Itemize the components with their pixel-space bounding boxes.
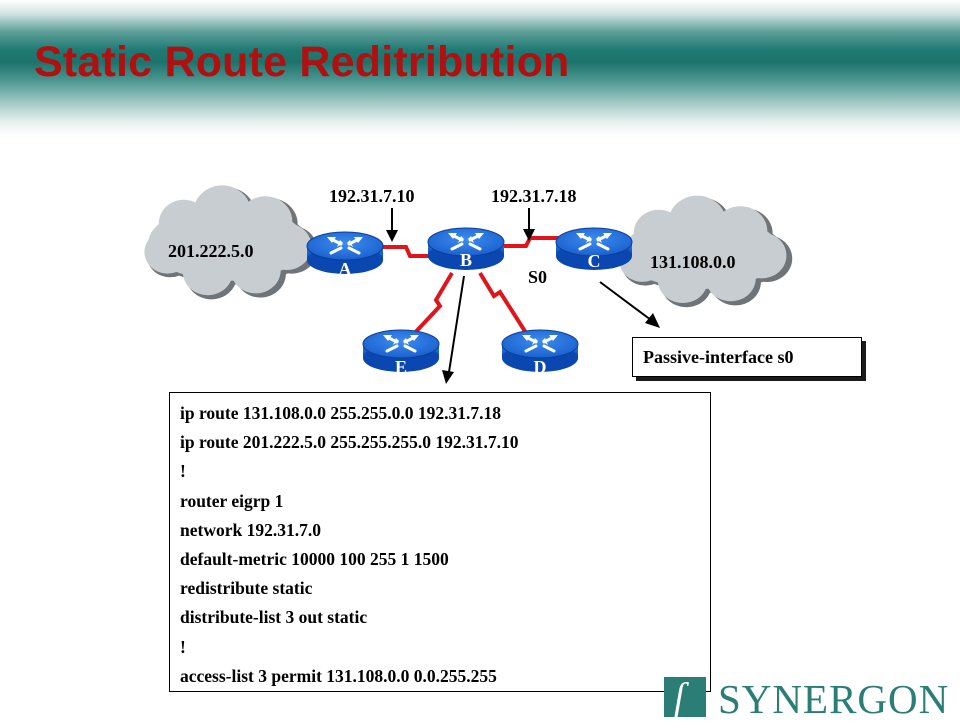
router-c: C: [554, 226, 634, 272]
config-line: access-list 3 permit 131.108.0.0 0.0.255…: [180, 665, 497, 686]
logo-mark-glyph: ſ: [674, 676, 685, 718]
config-line: !: [180, 636, 186, 657]
header-band: [0, 0, 960, 135]
config-line: !: [180, 461, 186, 482]
pointer-config-head: [442, 370, 454, 384]
pointer-ip-c-head: [523, 229, 535, 241]
config-line: default-metric 10000 100 255 1 1500: [180, 548, 449, 569]
config-line: ip route 201.222.5.0 255.255.255.0 192.3…: [180, 432, 519, 453]
config-line: distribute-list 3 out static: [180, 607, 368, 628]
ip-label-router-a: 192.31.7.10: [329, 186, 415, 206]
pointer-config: [448, 275, 465, 373]
serial-link-a-b: [380, 245, 436, 258]
config-line: ip route 131.108.0.0 255.255.0.0 192.31.…: [180, 403, 501, 423]
router-a-label: A: [339, 259, 352, 279]
slide-title: Static Route Reditribution: [34, 38, 570, 86]
synergon-logo: ſ SYNERGON: [664, 675, 954, 722]
serial-link-b-c: [498, 236, 560, 248]
router-e-label: E: [395, 357, 407, 377]
router-b-label: B: [460, 250, 472, 270]
router-e: E: [361, 328, 441, 377]
config-box: ip route 131.108.0.0 255.255.0.0 192.31.…: [169, 392, 711, 692]
router-d-label: D: [534, 357, 547, 377]
interface-label-s0: S0: [528, 267, 547, 287]
pointer-passive-head: [645, 313, 660, 328]
logo-mark-icon: ſ: [664, 676, 706, 718]
ip-label-router-c: 192.31.7.18: [491, 186, 577, 206]
config-line: router eigrp 1: [180, 490, 284, 511]
pointer-passive: [599, 281, 652, 321]
network-label-right: 131.108.0.0: [650, 252, 736, 272]
logo-text: SYNERGON: [718, 676, 950, 722]
router-b: B: [426, 226, 506, 272]
network-label-left: 201.222.5.0: [168, 241, 254, 261]
config-line: redistribute static: [180, 578, 313, 599]
passive-interface-callout: Passive-interface s0: [632, 337, 862, 377]
router-a: A: [305, 230, 385, 279]
serial-link-b-d: [478, 271, 530, 338]
config-line: network 192.31.7.0: [180, 519, 321, 540]
pointer-ip-a-head: [386, 230, 398, 242]
router-d: D: [500, 328, 580, 377]
router-c-label: C: [588, 251, 601, 271]
serial-link-b-e: [408, 271, 454, 340]
